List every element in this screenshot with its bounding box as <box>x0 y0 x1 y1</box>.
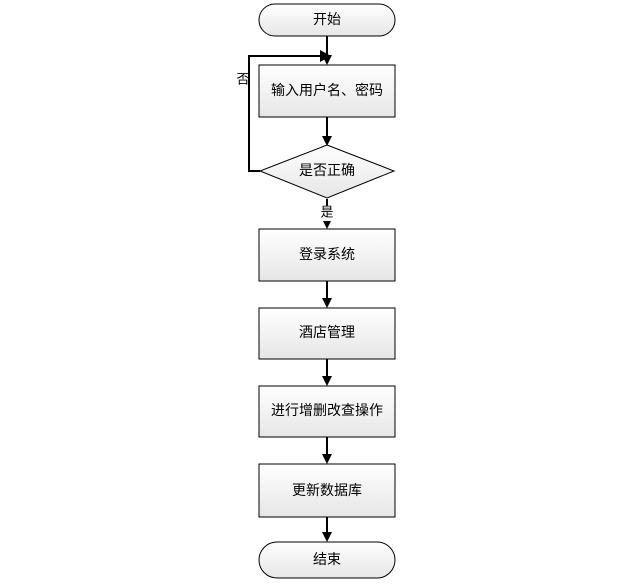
hotel-label: 酒店管理 <box>299 325 355 341</box>
update-label: 更新数据库 <box>292 483 362 499</box>
yes-label-bg <box>318 206 336 221</box>
update-node: 更新数据库 <box>258 463 396 518</box>
start-node: 开始 <box>258 3 396 37</box>
no-edge-label: 否 <box>236 73 249 88</box>
crud-label: 进行增删改查操作 <box>271 403 383 419</box>
yes-edge-label: 是 <box>320 206 333 221</box>
check-decision-node: 是否正确 <box>258 144 396 199</box>
crud-node: 进行增删改查操作 <box>258 385 396 438</box>
login-label: 登录系统 <box>299 247 355 263</box>
input-node: 输入用户名、密码 <box>258 64 396 118</box>
hotel-node: 酒店管理 <box>258 307 396 360</box>
end-node: 结束 <box>258 541 396 579</box>
edge-check-no-loop <box>248 55 321 172</box>
start-label: 开始 <box>313 12 341 28</box>
login-node: 登录系统 <box>258 228 396 282</box>
edge-check-no-arrowhead <box>320 50 331 62</box>
check-label: 是否正确 <box>299 163 355 179</box>
end-label: 结束 <box>313 552 341 568</box>
input-label: 输入用户名、密码 <box>271 82 383 99</box>
